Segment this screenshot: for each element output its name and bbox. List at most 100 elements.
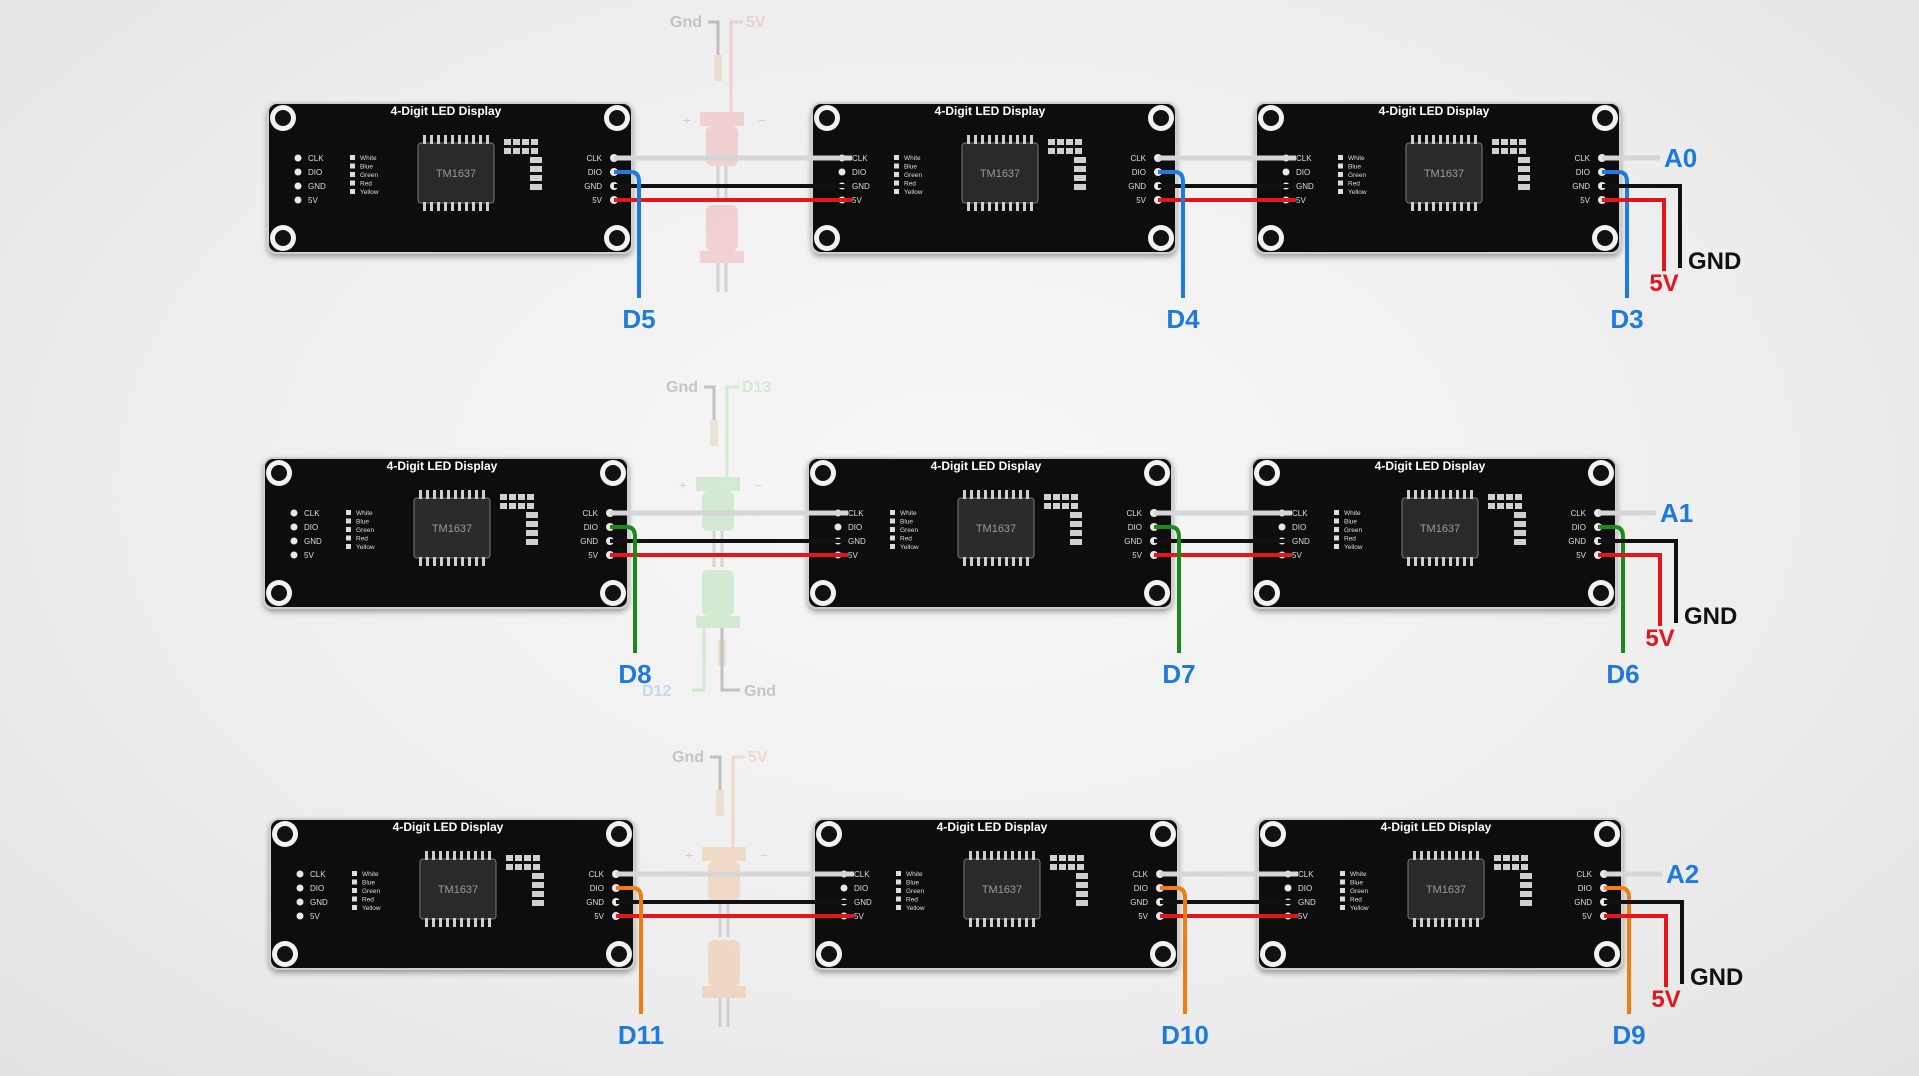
pin-label: GND [852,182,870,191]
color-label: Blue [906,880,919,887]
digital-pin-label: D8 [618,659,651,689]
smd-component [1518,166,1530,172]
resistor [710,420,718,446]
smd-component [1068,855,1075,861]
pin-pad [290,551,298,559]
led-body [696,616,740,628]
color-label: Blue [904,164,917,171]
smd-component [1512,855,1519,861]
module-title: 4-Digit LED Display [935,104,1046,118]
color-pad [1338,180,1343,186]
smd-component [1514,521,1526,527]
pin-pad [290,509,298,517]
digital-pin-label: D3 [1610,304,1643,334]
color-label: Yellow [1348,189,1367,196]
smd-component [1070,512,1082,518]
chip-label: TM1637 [976,523,1016,535]
pin-label: 5V [1580,196,1590,205]
led-lens [708,861,740,901]
dio-wire [1598,525,1625,653]
resistor [716,790,724,816]
module-title: 4-Digit LED Display [937,820,1048,834]
pin-pad [296,898,304,906]
smd-component [1076,873,1088,879]
smd-component [1515,494,1522,500]
smd-component [532,900,544,906]
chip-label: TM1637 [436,168,476,180]
smd-component [1053,494,1060,500]
smd-component [1512,864,1519,870]
smd-component [1520,873,1532,879]
color-pad [1338,172,1343,177]
pin-label: CLK [1574,154,1590,163]
smd-component [1076,900,1088,906]
module-title: 4-Digit LED Display [1375,459,1486,473]
smd-component [515,864,522,870]
pin-label: CLK [308,154,324,163]
pin-pad [290,537,298,545]
pin-pad [296,884,304,892]
smd-component [530,184,542,190]
smd-component [1048,148,1055,154]
color-label: Yellow [900,544,919,551]
color-label: Red [1344,536,1356,543]
pin-label: DIO [1134,884,1148,893]
vcc-label: 5V [1649,270,1678,297]
chip-label: TM1637 [980,168,1020,180]
color-label: Yellow [906,905,925,912]
smd-component [1494,855,1501,861]
chip [417,142,495,204]
vcc-label: 5V [1651,986,1680,1013]
led-gnd-label: Gnd [672,749,704,766]
smd-component [527,503,534,509]
smd-component [1062,494,1069,500]
digital-pin-label: D11 [618,1020,664,1050]
color-label: Yellow [362,905,381,912]
color-label: White [904,155,921,162]
pin-label: 5V [1138,912,1148,921]
color-pad [346,535,351,541]
gnd-label: GND [1690,964,1743,991]
pin-pad [290,523,298,531]
color-label: Red [904,181,916,188]
led-gnd-label: Gnd [666,379,698,396]
pin-label: GND [584,182,602,191]
smd-component [509,503,516,509]
module-title: 4-Digit LED Display [391,104,502,118]
smd-component [1074,175,1086,181]
smd-component [513,148,520,154]
smd-component [1518,175,1530,181]
color-pad [352,896,357,902]
smd-component [1497,503,1504,509]
color-pad [346,518,351,524]
pin-pad [296,912,304,920]
color-label: Blue [360,164,373,171]
chip [419,858,497,920]
color-label: Yellow [360,189,379,196]
color-pad [896,896,901,902]
pin-label: CLK [1292,509,1308,518]
led-pin-label: D12 [642,683,671,700]
smd-component [504,148,511,154]
color-label: White [1344,510,1361,517]
smd-component [1075,139,1082,145]
digital-pin-label: D6 [1606,659,1639,689]
pin-label: GND [854,898,872,907]
module-title: 4-Digit LED Display [1381,820,1492,834]
smd-component [1076,882,1088,888]
dio-wire [1158,170,1185,298]
smd-component [1075,148,1082,154]
smd-component [509,494,516,500]
pin-label: GND [1574,898,1592,907]
led-lens [708,940,740,986]
pin-label: 5V [308,196,318,205]
smd-component [1488,503,1495,509]
chip-label: TM1637 [982,884,1022,896]
smd-component [1492,139,1499,145]
color-pad [352,879,357,885]
color-label: Blue [362,880,375,887]
color-label: Blue [1350,880,1363,887]
